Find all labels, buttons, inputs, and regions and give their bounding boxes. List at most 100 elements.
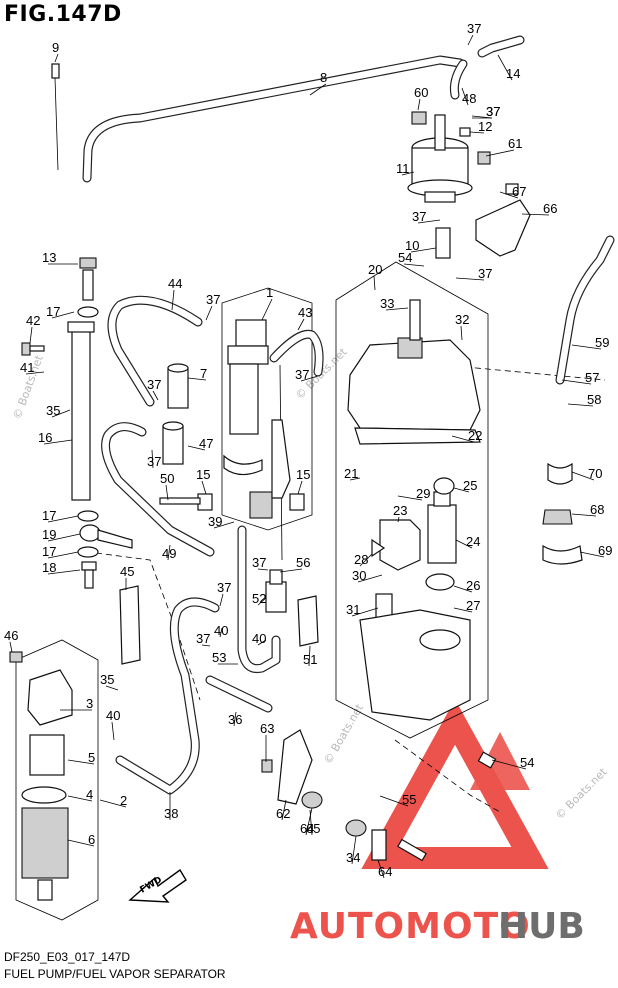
callout-11[interactable]: 11 [396, 161, 410, 176]
callout-63[interactable]: 63 [260, 721, 274, 736]
callout-33[interactable]: 33 [380, 296, 394, 311]
callout-56[interactable]: 56 [296, 555, 310, 570]
callout-10[interactable]: 10 [405, 238, 419, 253]
callout-2[interactable]: 2 [120, 793, 127, 808]
callout-28[interactable]: 28 [354, 552, 368, 567]
callout-39[interactable]: 39 [208, 514, 222, 529]
callout-40[interactable]: 40 [252, 631, 266, 646]
callout-leader [469, 131, 485, 134]
callout-9[interactable]: 9 [52, 40, 59, 55]
callout-48[interactable]: 48 [462, 91, 476, 106]
callout-leader [377, 859, 385, 879]
callout-37[interactable]: 37 [147, 377, 161, 392]
callout-50[interactable]: 50 [160, 471, 174, 486]
callout-37[interactable]: 37 [412, 209, 426, 224]
callout-leader [47, 551, 79, 559]
callout-37[interactable]: 37 [217, 580, 231, 595]
callout-45[interactable]: 45 [120, 564, 134, 579]
callout-5[interactable]: 5 [88, 750, 95, 765]
callout-61[interactable]: 61 [508, 136, 522, 151]
callout-26[interactable]: 26 [466, 578, 480, 593]
callout-27[interactable]: 27 [466, 598, 480, 613]
callout-30[interactable]: 30 [352, 568, 366, 583]
callout-20[interactable]: 20 [368, 262, 382, 277]
callout-37[interactable]: 37 [467, 21, 481, 36]
callout-31[interactable]: 31 [346, 602, 360, 617]
callout-67[interactable]: 67 [512, 184, 526, 199]
callout-55[interactable]: 55 [402, 792, 416, 807]
callout-37[interactable]: 37 [295, 367, 309, 382]
callout-70[interactable]: 70 [588, 466, 602, 481]
callout-13[interactable]: 13 [42, 250, 56, 265]
callout-40[interactable]: 40 [214, 623, 228, 638]
callout-leader [379, 795, 409, 807]
callout-leader [453, 487, 470, 493]
callout-62[interactable]: 62 [276, 806, 290, 821]
callout-7[interactable]: 7 [200, 366, 207, 381]
callout-25[interactable]: 25 [463, 478, 477, 493]
callout-68[interactable]: 68 [590, 502, 604, 517]
callout-14[interactable]: 14 [506, 66, 520, 81]
callout-65[interactable]: 65 [306, 821, 320, 836]
callout-40[interactable]: 40 [106, 708, 120, 723]
callout-leader [351, 835, 357, 865]
callout-51[interactable]: 51 [303, 652, 317, 667]
callout-37[interactable]: 37 [478, 266, 492, 281]
callout-32[interactable]: 32 [455, 312, 469, 327]
callout-58[interactable]: 58 [587, 392, 601, 407]
callout-54[interactable]: 54 [520, 755, 534, 770]
callout-52[interactable]: 52 [252, 591, 266, 606]
callout-35[interactable]: 35 [100, 672, 114, 687]
callout-53[interactable]: 53 [212, 650, 226, 665]
callout-leader [279, 568, 303, 573]
callout-4[interactable]: 4 [86, 787, 93, 802]
callout-66[interactable]: 66 [543, 201, 557, 216]
callout-23[interactable]: 23 [393, 503, 407, 518]
callout-44[interactable]: 44 [168, 276, 182, 291]
callout-19[interactable]: 19 [42, 527, 56, 542]
callout-35[interactable]: 35 [46, 403, 60, 418]
callout-49[interactable]: 49 [162, 546, 176, 561]
figure-title: FIG.147D [4, 2, 122, 27]
callout-42[interactable]: 42 [26, 313, 40, 328]
callout-37[interactable]: 37 [147, 454, 161, 469]
callout-37[interactable]: 37 [206, 292, 220, 307]
callout-leader [67, 759, 95, 765]
callout-6[interactable]: 6 [88, 832, 95, 847]
callout-69[interactable]: 69 [598, 543, 612, 558]
callout-37[interactable]: 37 [196, 631, 210, 646]
callout-38[interactable]: 38 [164, 806, 178, 821]
callout-29[interactable]: 29 [416, 486, 430, 501]
callout-34[interactable]: 34 [346, 850, 360, 865]
callout-17[interactable]: 17 [46, 304, 60, 319]
callout-17[interactable]: 17 [42, 508, 56, 523]
callout-37[interactable]: 37 [252, 555, 266, 570]
callout-leader [491, 759, 527, 770]
callout-57[interactable]: 57 [585, 370, 599, 385]
callout-43[interactable]: 43 [298, 305, 312, 320]
callout-21[interactable]: 21 [344, 466, 358, 481]
callout-17[interactable]: 17 [42, 544, 56, 559]
callout-60[interactable]: 60 [414, 85, 428, 100]
callout-3[interactable]: 3 [86, 696, 93, 711]
callout-18[interactable]: 18 [42, 560, 56, 575]
callout-leader [359, 553, 373, 567]
callout-41[interactable]: 41 [20, 360, 34, 375]
callout-59[interactable]: 59 [595, 335, 609, 350]
callout-15[interactable]: 15 [296, 467, 310, 482]
callout-37[interactable]: 37 [486, 104, 500, 119]
callout-36[interactable]: 36 [228, 712, 242, 727]
callout-12[interactable]: 12 [478, 119, 492, 134]
callout-64[interactable]: 64 [378, 864, 392, 879]
callout-16[interactable]: 16 [38, 430, 52, 445]
callout-46[interactable]: 46 [4, 628, 18, 643]
callout-8[interactable]: 8 [320, 70, 327, 85]
callout-1[interactable]: 1 [266, 285, 273, 300]
callout-54[interactable]: 54 [398, 250, 412, 265]
callout-47[interactable]: 47 [199, 436, 213, 451]
callout-37[interactable]: 37 [486, 104, 500, 119]
callout-15[interactable]: 15 [196, 467, 210, 482]
callout-leader [467, 34, 474, 46]
callout-24[interactable]: 24 [466, 534, 480, 549]
callout-22[interactable]: 22 [468, 428, 482, 443]
